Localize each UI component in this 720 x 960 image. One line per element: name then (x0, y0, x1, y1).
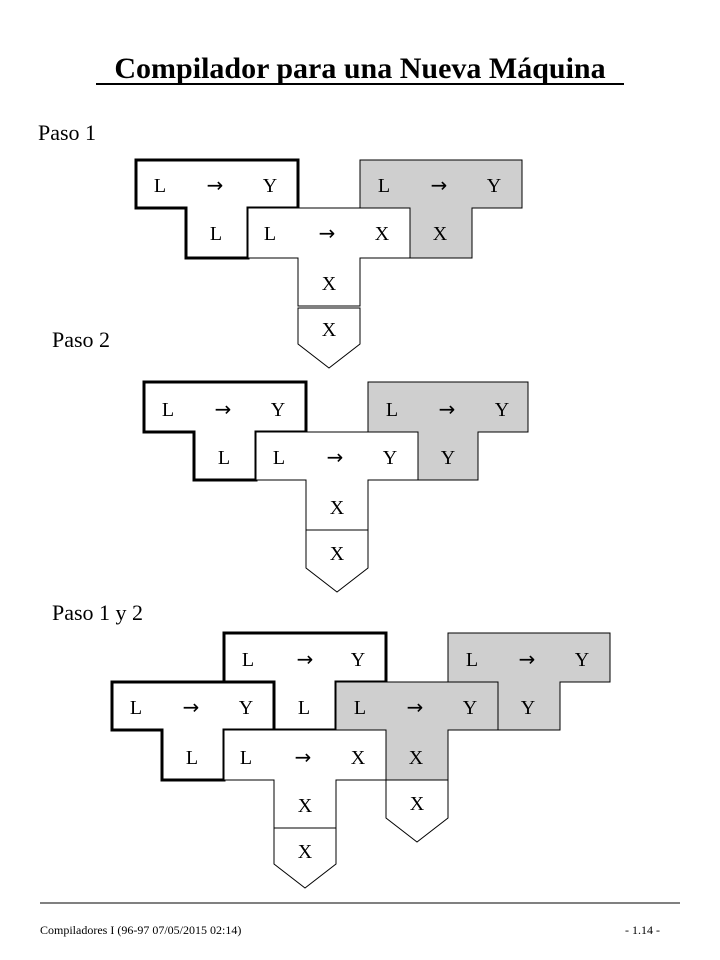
t-diagram-target: Y (239, 697, 253, 719)
t-diagram-target: Y (463, 697, 477, 719)
t-diagram-impl: L (298, 697, 310, 719)
arrow-icon: → (407, 695, 424, 719)
t-diagram-impl: X (330, 497, 345, 519)
machine-shape (273, 827, 337, 889)
t-diagram-target: Y (575, 649, 589, 671)
arrow-icon: → (439, 397, 456, 421)
paso12-machine-right: X (385, 779, 449, 843)
t-diagram-source: L (154, 175, 166, 197)
t-diagram-source: L (466, 649, 478, 671)
t-diagram-source: L (130, 697, 142, 719)
section-label-paso1: Paso 1 (38, 120, 96, 145)
arrow-icon: → (327, 445, 344, 469)
paso12-diagram-bottom: L → X X (223, 729, 387, 829)
paso2-machine: X (305, 529, 369, 593)
section-label-paso12: Paso 1 y 2 (52, 600, 143, 625)
t-diagram-source: L (378, 175, 390, 197)
paso1-machine: X (297, 307, 361, 369)
machine-label: X (330, 543, 345, 565)
t-diagram-source: L (162, 399, 174, 421)
machine-shape (385, 779, 449, 843)
t-diagram-impl: Y (441, 447, 455, 469)
machine-label: X (298, 841, 313, 863)
arrow-icon: → (183, 695, 200, 719)
machine-shape (305, 529, 369, 593)
t-diagram-source: L (354, 697, 366, 719)
t-diagram-impl: Y (521, 697, 535, 719)
t-diagram-source: L (264, 223, 276, 245)
arrow-icon: → (431, 173, 448, 197)
t-diagram-impl: X (298, 795, 313, 817)
page-title: Compilador para una Nueva Máquina (114, 52, 605, 85)
arrow-icon: → (215, 397, 232, 421)
arrow-icon: → (519, 647, 536, 671)
t-diagram-target: Y (351, 649, 365, 671)
t-diagram-target: Y (495, 399, 509, 421)
t-diagram-target: X (375, 223, 390, 245)
machine-label: X (322, 319, 337, 341)
machine-label: X (410, 793, 425, 815)
paso2-diagram-2: L → Y X (255, 431, 419, 531)
t-diagram-target: Y (487, 175, 501, 197)
t-diagram-target: Y (271, 399, 285, 421)
paso1-diagram-2: L → X X (247, 207, 411, 307)
t-diagram-target: X (351, 747, 366, 769)
t-diagram-impl: L (210, 223, 222, 245)
paso1-diagram-3: L → Y X (359, 159, 523, 259)
machine-shape (297, 307, 361, 369)
t-diagram-source: L (242, 649, 254, 671)
t-diagram-impl: L (186, 747, 198, 769)
section-label-paso2: Paso 2 (52, 327, 110, 352)
t-diagram-impl: X (433, 223, 448, 245)
t-diagram-source: L (386, 399, 398, 421)
arrow-icon: → (295, 745, 312, 769)
arrow-icon: → (297, 647, 314, 671)
t-diagram-impl: X (322, 273, 337, 295)
t-diagram-target: Y (263, 175, 277, 197)
t-diagram-impl: L (218, 447, 230, 469)
t-diagram-shape (247, 207, 411, 307)
t-diagram-target: Y (383, 447, 397, 469)
arrow-icon: → (319, 221, 336, 245)
arrow-icon: → (207, 173, 224, 197)
t-diagram-source: L (240, 747, 252, 769)
footer-left: Compiladores I (96-97 07/05/2015 02:14) (40, 923, 241, 937)
t-diagram-source: L (273, 447, 285, 469)
t-diagram-impl: X (409, 747, 424, 769)
paso12-machine-bottom: X (273, 827, 337, 889)
footer-right: - 1.14 - (625, 923, 660, 937)
